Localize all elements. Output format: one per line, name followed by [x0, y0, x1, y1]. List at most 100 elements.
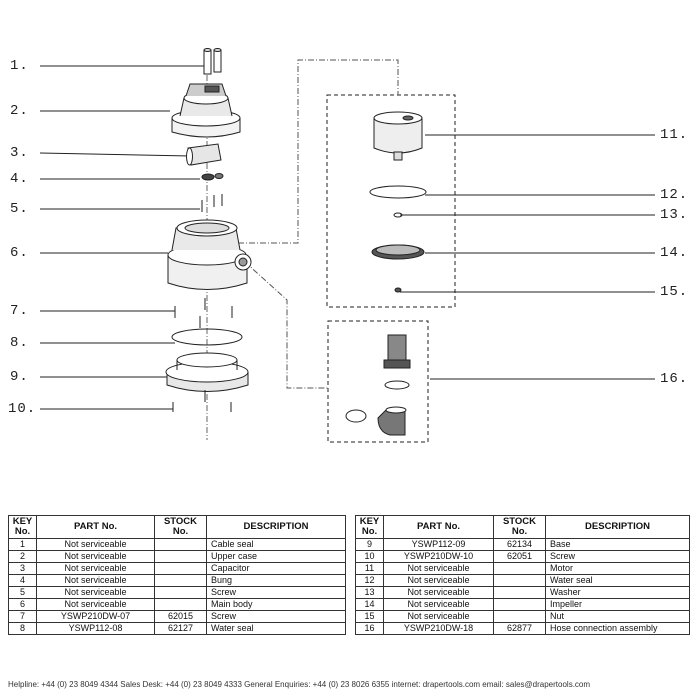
nut-part [394, 287, 402, 293]
stock-no-cell: 62127 [154, 622, 207, 635]
key-label-8: 8. [10, 335, 29, 351]
stock-no-header: STOCK No. [154, 515, 207, 539]
key-cell: 14 [355, 598, 384, 611]
description-cell: Water seal [545, 574, 690, 587]
key-label-4: 4. [10, 171, 29, 187]
parts-table-right: KEY No. PART No. STOCK No. DESCRIPTION 9… [355, 515, 690, 635]
stock-no-cell: 62134 [493, 538, 546, 551]
part-no-cell: Not serviceable [36, 538, 155, 551]
key-cell: 1 [8, 538, 37, 551]
part-no-header: PART No. [383, 515, 494, 539]
key-label-16: 16. [660, 371, 689, 387]
stock-no-cell: 62015 [154, 610, 207, 623]
description-cell: Capacitor [206, 562, 346, 575]
key-label-15: 15. [660, 284, 689, 300]
screw-set-5 [201, 194, 223, 212]
key-cell: 3 [8, 562, 37, 575]
stock-no-cell [154, 586, 207, 599]
part-no-cell: Not serviceable [36, 562, 155, 575]
key-label-7: 7. [10, 303, 29, 319]
stock-no-cell: 62051 [493, 550, 546, 563]
key-cell: 8 [8, 622, 37, 635]
stock-no-cell [154, 538, 207, 551]
stock-no-cell: 62877 [493, 622, 546, 635]
stock-no-cell [493, 598, 546, 611]
water-seal-ring [171, 328, 243, 346]
stock-no-cell [154, 598, 207, 611]
key-cell: 4 [8, 574, 37, 587]
key-cell: 10 [355, 550, 384, 563]
stock-no-cell [493, 574, 546, 587]
key-label-6: 6. [10, 245, 29, 261]
part-no-cell: Not serviceable [383, 610, 494, 623]
motor-connector-line [205, 59, 399, 244]
description-cell: Hose connection assembly [545, 622, 690, 635]
part-no-cell: Not serviceable [383, 598, 494, 611]
key-label-1: 1. [10, 58, 29, 74]
key-cell: 2 [8, 550, 37, 563]
leader-3 [39, 152, 191, 157]
exploded-parts-diagram [39, 48, 655, 443]
key-cell: 15 [355, 610, 384, 623]
description-cell: Motor [545, 562, 690, 575]
upper-case-part [171, 83, 241, 138]
description-cell: Upper case [206, 550, 346, 563]
parts-table-header: KEY No. PART No. STOCK No. DESCRIPTION [8, 515, 346, 539]
washer-part [393, 212, 403, 218]
description-cell: Impeller [545, 598, 690, 611]
hose-connector-line [244, 261, 328, 389]
hose-connection-part [345, 334, 411, 436]
key-cell: 12 [355, 574, 384, 587]
screw-set-7 [174, 298, 233, 328]
key-cell: 7 [8, 610, 37, 623]
part-no-cell: YSWP112-09 [383, 538, 494, 551]
bung-part [201, 173, 224, 181]
stock-no-cell [493, 562, 546, 575]
motor-water-seal [369, 185, 427, 199]
key-label-11: 11. [660, 127, 689, 143]
impeller-part [371, 244, 425, 260]
description-cell: Screw [206, 610, 346, 623]
key-label-5: 5. [10, 201, 29, 217]
motor-group-box [326, 94, 456, 308]
description-cell: Cable seal [206, 538, 346, 551]
description-cell: Washer [545, 586, 690, 599]
part-no-cell: Not serviceable [383, 562, 494, 575]
cable-seal-part [203, 48, 222, 75]
key-no-header: KEY No. [8, 515, 37, 539]
part-no-cell: Not serviceable [36, 550, 155, 563]
key-label-3: 3. [10, 145, 29, 161]
contact-footer: Helpline: +44 (0) 23 8049 4344 Sales Des… [8, 680, 591, 689]
part-no-cell: Not serviceable [383, 586, 494, 599]
part-no-cell: Not serviceable [383, 574, 494, 587]
key-label-10: 10. [8, 401, 37, 417]
key-cell: 11 [355, 562, 384, 575]
description-cell: Bung [206, 574, 346, 587]
part-no-cell: YSWP210DW-10 [383, 550, 494, 563]
description-header: DESCRIPTION [545, 515, 690, 539]
key-no-header: KEY No. [355, 515, 384, 539]
part-no-cell: YSWP210DW-07 [36, 610, 155, 623]
key-label-12: 12. [660, 187, 689, 203]
description-cell: Screw [545, 550, 690, 563]
part-no-cell: Not serviceable [36, 574, 155, 587]
parts-table-header: KEY No. PART No. STOCK No. DESCRIPTION [355, 515, 690, 539]
parts-table-left: KEY No. PART No. STOCK No. DESCRIPTION 1… [8, 515, 346, 635]
description-cell: Screw [206, 586, 346, 599]
description-cell: Main body [206, 598, 346, 611]
part-no-cell: YSWP210DW-18 [383, 622, 494, 635]
screw-set-10 [172, 390, 232, 412]
key-cell: 6 [8, 598, 37, 611]
stock-no-cell [154, 550, 207, 563]
hose-group-box [327, 320, 429, 443]
